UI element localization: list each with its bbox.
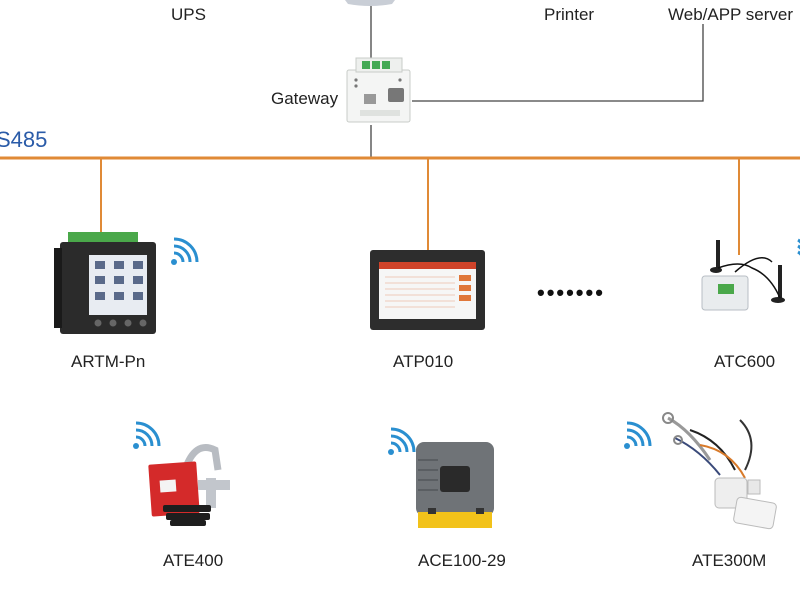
device-label-atp: ATP010	[393, 352, 454, 371]
gateway-label: Gateway	[271, 89, 339, 108]
device-label-ace: ACE100-29	[418, 551, 506, 570]
server-link-line	[412, 24, 704, 102]
wifi-icon	[133, 421, 161, 449]
continuation-dots: •••••••	[537, 280, 605, 305]
clamp-sensor-icon	[148, 444, 230, 526]
device-label-ate300: ATE300M	[692, 551, 767, 570]
hmi-screen-icon	[370, 250, 485, 330]
meter-icon	[54, 232, 156, 334]
printer-label: Printer	[544, 5, 595, 24]
gateway-icon	[346, 57, 411, 123]
device-label-ate400: ATE400	[163, 551, 224, 570]
bus-label: S485	[0, 127, 48, 152]
ups-icon	[345, 0, 395, 6]
device-label-atc: ATC600	[714, 352, 776, 371]
ups-label: UPS	[171, 5, 206, 24]
wifi-icon	[171, 237, 199, 265]
cable-sensor-icon	[662, 412, 777, 530]
wifi-icon	[797, 238, 800, 256]
antenna-icon	[701, 240, 785, 311]
device-label-artm: ARTM-Pn	[71, 352, 146, 371]
server-label: Web/APP server	[668, 5, 794, 24]
ct-sensor-icon	[416, 442, 494, 528]
wifi-icon	[624, 421, 652, 449]
wifi-icon	[388, 427, 416, 455]
